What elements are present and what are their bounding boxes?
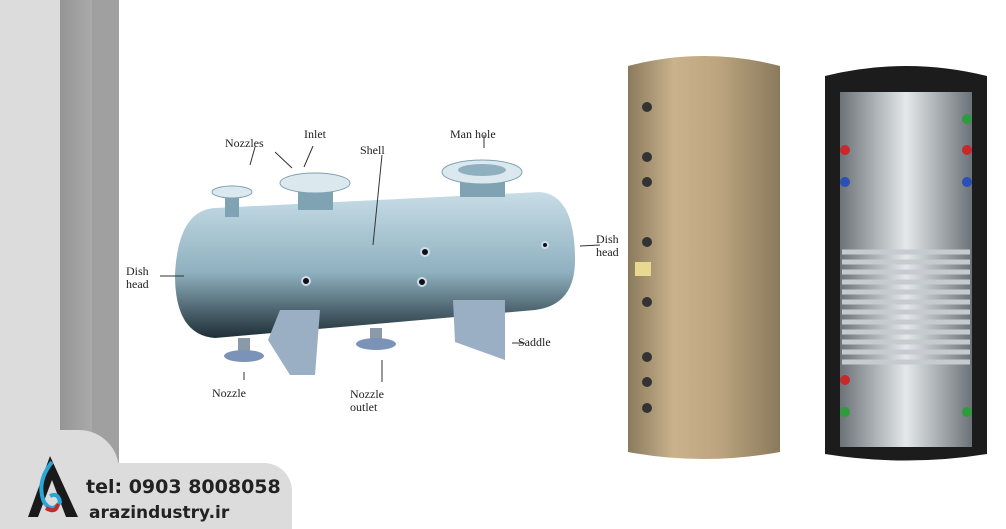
- label-inlet: Inlet: [304, 127, 326, 141]
- phone-number: tel: 0903 8008058: [86, 476, 281, 498]
- label-saddle: Saddle: [518, 335, 551, 349]
- background-strip-mid: [60, 0, 92, 470]
- label-nozzles: Nozzles: [225, 136, 264, 150]
- araz-logo: [28, 456, 78, 517]
- label-dish-head-right: Dish head: [596, 232, 619, 259]
- pressure-vessel-diagram: [160, 135, 601, 382]
- label-dish-head-left: Dish head: [126, 264, 149, 291]
- label-shell: Shell: [360, 143, 385, 157]
- website-link[interactable]: arazindustry.ir: [89, 503, 230, 523]
- gold-storage-tank: [628, 56, 780, 459]
- label-man-hole: Man hole: [450, 127, 496, 141]
- cutaway-storage-tank: [825, 66, 987, 461]
- label-nozzle: Nozzle: [212, 386, 246, 400]
- background-strip-dark: [92, 0, 119, 470]
- label-nozzle-outlet: Nozzle outlet: [350, 387, 384, 414]
